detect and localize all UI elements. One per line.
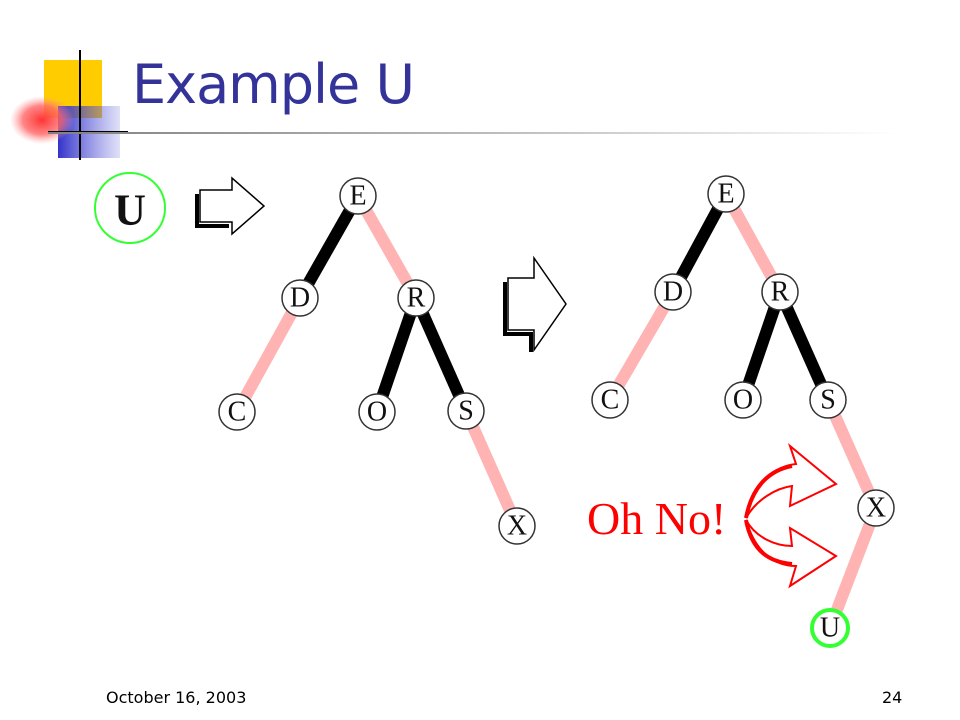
tree-node: C [218, 393, 256, 431]
edge-x-u [824, 505, 882, 631]
inserted-key-label: U [114, 186, 146, 235]
svg-text:D: D [290, 283, 310, 314]
svg-text:R: R [407, 283, 426, 314]
slide-title: Example U [132, 53, 415, 116]
logo-red-square [10, 96, 74, 144]
tree-node: E [707, 175, 745, 213]
tree-node: E [339, 177, 377, 215]
tree-node: D [654, 273, 692, 311]
tree-node: R [397, 279, 435, 317]
rotation-arrow-icon [744, 443, 838, 519]
edge-e-r [352, 193, 422, 301]
title-rule [48, 132, 898, 134]
tree-before-edges [231, 193, 523, 529]
svg-text:X: X [507, 511, 527, 542]
page-number: 24 [882, 688, 903, 707]
svg-text:O: O [367, 397, 387, 428]
edge-e-d [294, 193, 364, 301]
svg-text:R: R [771, 277, 790, 308]
tree-node: C [591, 381, 629, 419]
tree-node: S [809, 381, 847, 419]
tree-node: X [857, 489, 895, 527]
svg-text:S: S [820, 385, 836, 416]
svg-text:X: X [866, 493, 886, 524]
warning-text: Oh No! [587, 493, 726, 544]
tree-node-highlighted: U [810, 608, 850, 648]
svg-text:U: U [820, 613, 840, 644]
tree-node: S [447, 392, 485, 430]
tree-node: R [761, 273, 799, 311]
svg-text:C: C [228, 397, 247, 428]
svg-text:O: O [733, 385, 753, 416]
footer-date: October 16, 2003 [106, 688, 247, 707]
edge-r-o [371, 296, 422, 414]
tree-after-edges [604, 191, 882, 631]
arrow-right-icon [195, 176, 266, 236]
edge-s-x [460, 408, 523, 529]
edge-d-c [604, 288, 679, 404]
edge-r-s [774, 289, 834, 403]
tree-node: X [498, 507, 536, 545]
svg-text:C: C [601, 385, 620, 416]
svg-text:S: S [458, 396, 474, 427]
svg-text:E: E [717, 179, 734, 210]
edge-r-s [410, 295, 472, 414]
svg-text:E: E [349, 181, 366, 212]
tree-node: D [281, 279, 319, 317]
arrow-right-icon [503, 255, 567, 353]
edge-s-x [822, 397, 882, 511]
tree-before-nodes: E D R C O S X [218, 177, 536, 545]
tree-node: O [724, 381, 762, 419]
tree-after-nodes: E D R C O S X U [591, 175, 895, 648]
svg-text:D: D [663, 277, 683, 308]
edge-r-o [737, 290, 786, 402]
edge-d-c [231, 295, 306, 415]
inserted-key-badge: U [94, 172, 166, 244]
rotation-arrow-icon [744, 519, 838, 589]
tree-node: O [358, 393, 396, 431]
